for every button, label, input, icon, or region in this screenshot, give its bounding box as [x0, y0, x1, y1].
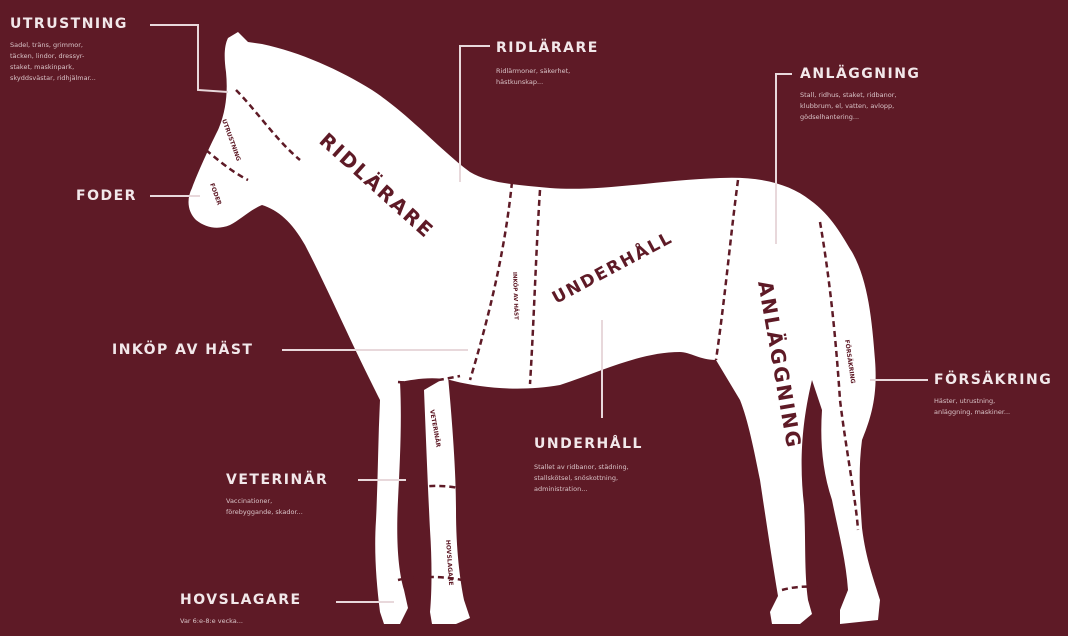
label-ridlarare-desc: Ridlärmoner, säkerhet, hästkunskap... [496, 66, 570, 88]
label-forsakring-title: FÖRSÄKRING [934, 372, 1052, 388]
label-hovslagare-desc: Var 6:e-8:e vecka... [180, 616, 243, 627]
desc-line: gödselhantering... [800, 112, 896, 123]
label-veterinar-desc: Vaccinationer, förebyggande, skador... [226, 496, 303, 518]
desc-line: klubbrum, el, vatten, avlopp, [800, 101, 896, 112]
desc-line: täcken, lindor, dressyr- [10, 51, 96, 62]
desc-line: staket, maskinpark, [10, 62, 96, 73]
desc-line: skyddsvästar, ridhjälmar... [10, 73, 96, 84]
label-inkop-title: INKÖP AV HÄST [112, 342, 253, 358]
desc-line: Häster, utrustning, [934, 396, 1010, 407]
desc-line: Stallet av ridbanor, städning, [534, 462, 629, 473]
label-hovslagare-title: HOVSLAGARE [180, 592, 302, 608]
desc-line: Stall, ridhus, staket, ridbanor, [800, 90, 896, 101]
desc-line: Var 6:e-8:e vecka... [180, 616, 243, 627]
desc-line: administration... [534, 484, 629, 495]
label-forsakring-desc: Häster, utrustning, anläggning, maskiner… [934, 396, 1010, 418]
desc-line: anläggning, maskiner... [934, 407, 1010, 418]
label-anlaggning-title: ANLÄGGNING [800, 66, 920, 82]
desc-line: hästkunskap... [496, 77, 570, 88]
desc-line: Ridlärmoner, säkerhet, [496, 66, 570, 77]
label-veterinar-title: VETERINÄR [226, 472, 328, 488]
label-underhall-desc: Stallet av ridbanor, städning, stallsköt… [534, 462, 629, 495]
label-underhall-title: UNDERHÅLL [534, 436, 643, 452]
label-foder-title: FODER [76, 188, 137, 204]
label-utrustning-desc: Sadel, träns, grimmor, täcken, lindor, d… [10, 40, 96, 84]
desc-line: stallskötsel, snöskottning, [534, 473, 629, 484]
label-anlaggning-desc: Stall, ridhus, staket, ridbanor, klubbru… [800, 90, 896, 123]
label-ridlarare-title: RIDLÄRARE [496, 40, 599, 56]
label-utrustning-title: UTRUSTNING [10, 16, 128, 32]
desc-line: Vaccinationer, [226, 496, 303, 507]
desc-line: förebyggande, skador... [226, 507, 303, 518]
desc-line: Sadel, träns, grimmor, [10, 40, 96, 51]
